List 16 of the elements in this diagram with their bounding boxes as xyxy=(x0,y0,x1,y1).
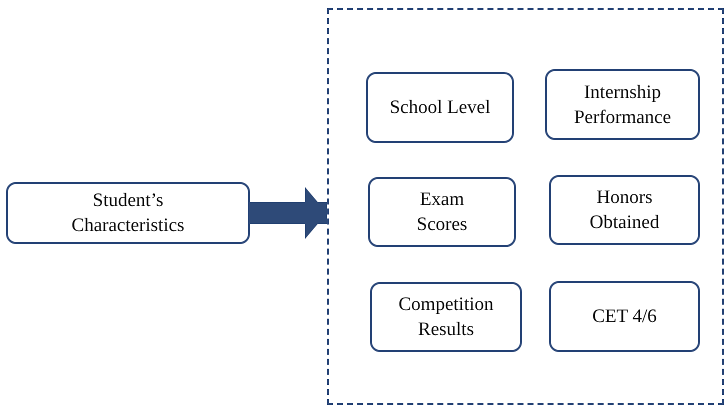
text-box xyxy=(549,281,700,352)
box-label: Student’s Characteristics xyxy=(70,189,186,238)
text-box xyxy=(549,175,700,245)
dashed-group-frame xyxy=(327,8,724,405)
box-label: School Level xyxy=(388,96,492,120)
box-label: Internship Performance xyxy=(572,80,672,130)
box-label: CET 4/6 xyxy=(591,305,658,329)
text-box xyxy=(370,282,522,352)
box-label: Exam Scores xyxy=(416,188,468,237)
box-label: Honors Obtained xyxy=(588,186,660,235)
text-box xyxy=(6,182,250,244)
box-label: Competition Results xyxy=(398,293,494,342)
text-box xyxy=(545,69,700,140)
text-box xyxy=(368,177,516,247)
text-box xyxy=(366,72,514,143)
block-arrow xyxy=(250,187,327,239)
